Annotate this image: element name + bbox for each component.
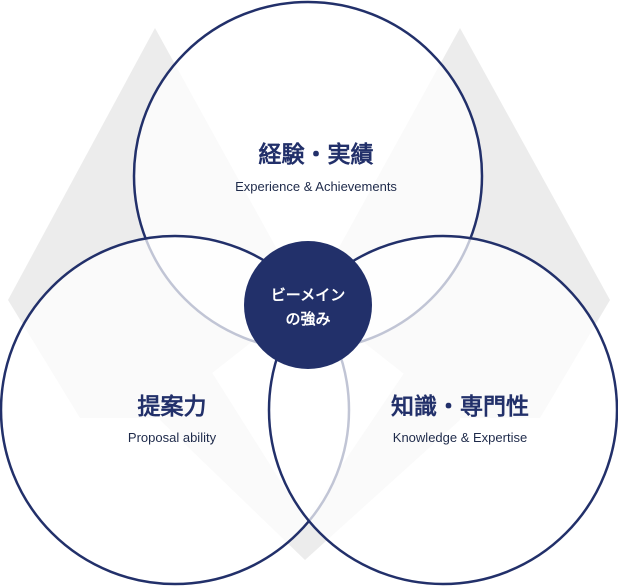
left-title-en: Proposal ability	[128, 430, 217, 445]
center-label-line2: の強み	[285, 310, 330, 328]
center-label-line1: ビーメイン	[271, 286, 345, 304]
right-title-en: Knowledge & Expertise	[393, 430, 527, 445]
right-title-ja: 知識・専門性	[391, 393, 529, 420]
top-title-ja: 経験・実績	[259, 141, 374, 168]
top-title-en: Experience & Achievements	[235, 179, 397, 194]
left-title-ja: 提案力	[138, 393, 207, 420]
center-badge: ビーメイン の強み	[244, 241, 372, 369]
center-circle	[244, 241, 372, 369]
